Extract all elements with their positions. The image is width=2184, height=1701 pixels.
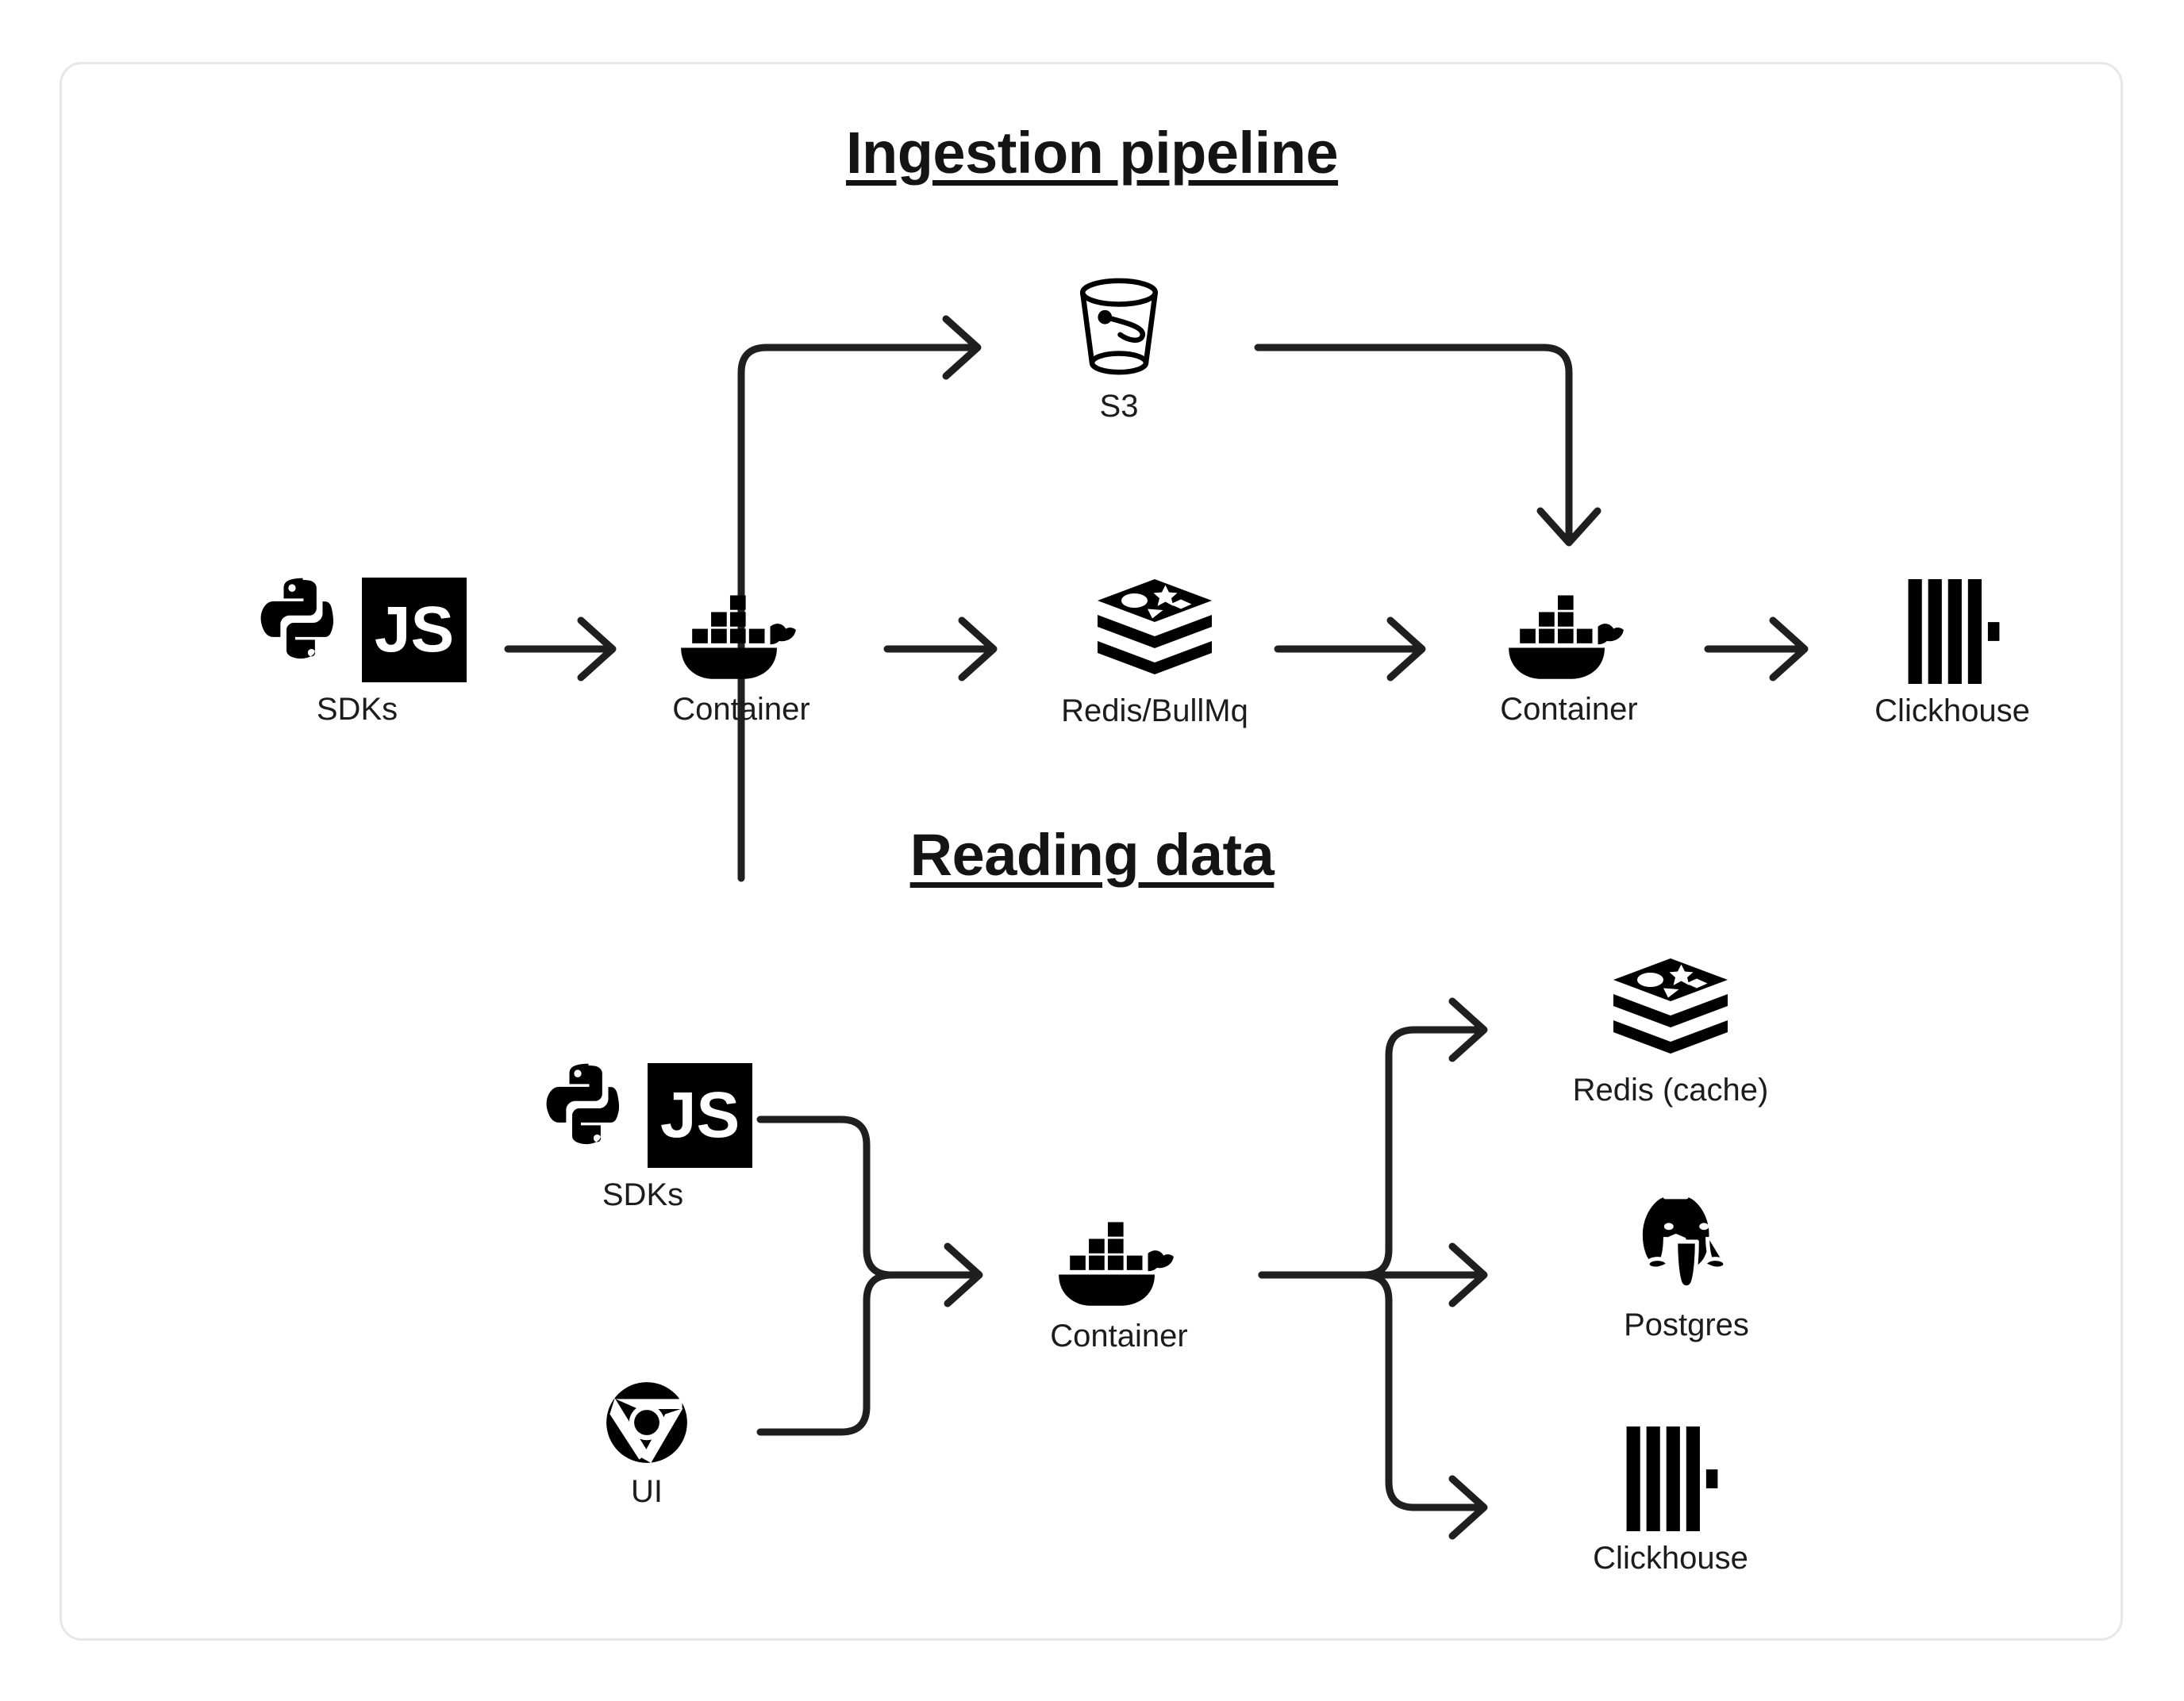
redis-icon: [1098, 579, 1212, 674]
docker-icon: [1509, 595, 1624, 679]
redis-icon: [1613, 958, 1728, 1054]
section-title-ingestion-text: Ingestion pipeline: [845, 120, 1339, 186]
docker-icon-wrap-3: [1052, 1215, 1186, 1309]
clickhouse-icon: [1626, 1426, 1718, 1531]
js-badge-label: JS: [374, 593, 455, 666]
node-label-sdks-top: SDKs: [316, 692, 398, 727]
node-label-postgres: Postgres: [1624, 1307, 1749, 1342]
node-label-container-worker: Container: [1500, 692, 1638, 727]
node-ui[interactable]: UI: [556, 1380, 738, 1507]
node-label-redis-bullmq: Redis/BullMq: [1061, 693, 1248, 728]
redis-icon-wrap: [1095, 579, 1214, 684]
node-label-ui: UI: [631, 1474, 663, 1509]
clickhouse-icon: [1908, 579, 2000, 684]
node-s3[interactable]: S3: [1028, 276, 1210, 422]
python-icon: [546, 1063, 620, 1145]
javascript-icon: JS: [362, 578, 467, 682]
docker-icon-wrap-2: [1502, 589, 1636, 682]
postgres-icon: [1638, 1192, 1728, 1290]
sdks-icon-group-2: JS: [533, 1057, 752, 1168]
node-container-worker[interactable]: Container: [1474, 589, 1664, 725]
node-redis-cache[interactable]: Redis (cache): [1528, 958, 1813, 1106]
node-container-ingest[interactable]: Container: [646, 589, 836, 725]
postgres-icon-wrap: [1630, 1190, 1743, 1298]
node-label-s3: S3: [1099, 389, 1139, 424]
python-icon: [260, 578, 334, 659]
node-redis-bullmq[interactable]: Redis/BullMq: [1040, 579, 1270, 727]
diagram-card: [60, 62, 2123, 1641]
node-label-sdks-read: SDKs: [602, 1177, 684, 1212]
node-sdks-top[interactable]: JS SDKs: [238, 571, 476, 725]
bucket-icon-wrap: [1069, 276, 1169, 379]
section-title-ingestion: Ingestion pipeline: [0, 119, 2184, 186]
node-sdks-read[interactable]: JS SDKs: [524, 1057, 762, 1211]
section-title-reading: Reading data: [0, 821, 2184, 889]
javascript-icon: JS: [648, 1063, 752, 1168]
clickhouse-icon-wrap-2: [1623, 1426, 1718, 1531]
clickhouse-icon-wrap: [1905, 579, 2000, 684]
node-label-redis-cache: Redis (cache): [1572, 1073, 1769, 1108]
docker-icon: [1059, 1222, 1174, 1306]
redis-icon-wrap-2: [1611, 958, 1730, 1063]
docker-icon-wrap: [674, 589, 809, 682]
bucket-icon: [1079, 278, 1159, 375]
section-title-reading-text: Reading data: [909, 822, 1275, 888]
chrome-icon-wrap: [605, 1380, 689, 1465]
node-clickhouse-read[interactable]: Clickhouse: [1559, 1426, 1782, 1574]
node-clickhouse-ingest[interactable]: Clickhouse: [1841, 579, 2063, 727]
sdks-icon-group: JS: [248, 571, 467, 682]
chrome-icon: [606, 1382, 687, 1463]
js-badge-label-2: JS: [659, 1079, 740, 1151]
node-container-read[interactable]: Container: [1024, 1215, 1214, 1352]
docker-icon: [681, 595, 796, 679]
node-label-container-read: Container: [1050, 1319, 1188, 1354]
node-label-clickhouse-ingest: Clickhouse: [1874, 693, 2030, 728]
node-label-clickhouse-read: Clickhouse: [1593, 1541, 1748, 1576]
node-postgres[interactable]: Postgres: [1575, 1190, 1798, 1341]
node-label-container-ingest: Container: [672, 692, 810, 727]
